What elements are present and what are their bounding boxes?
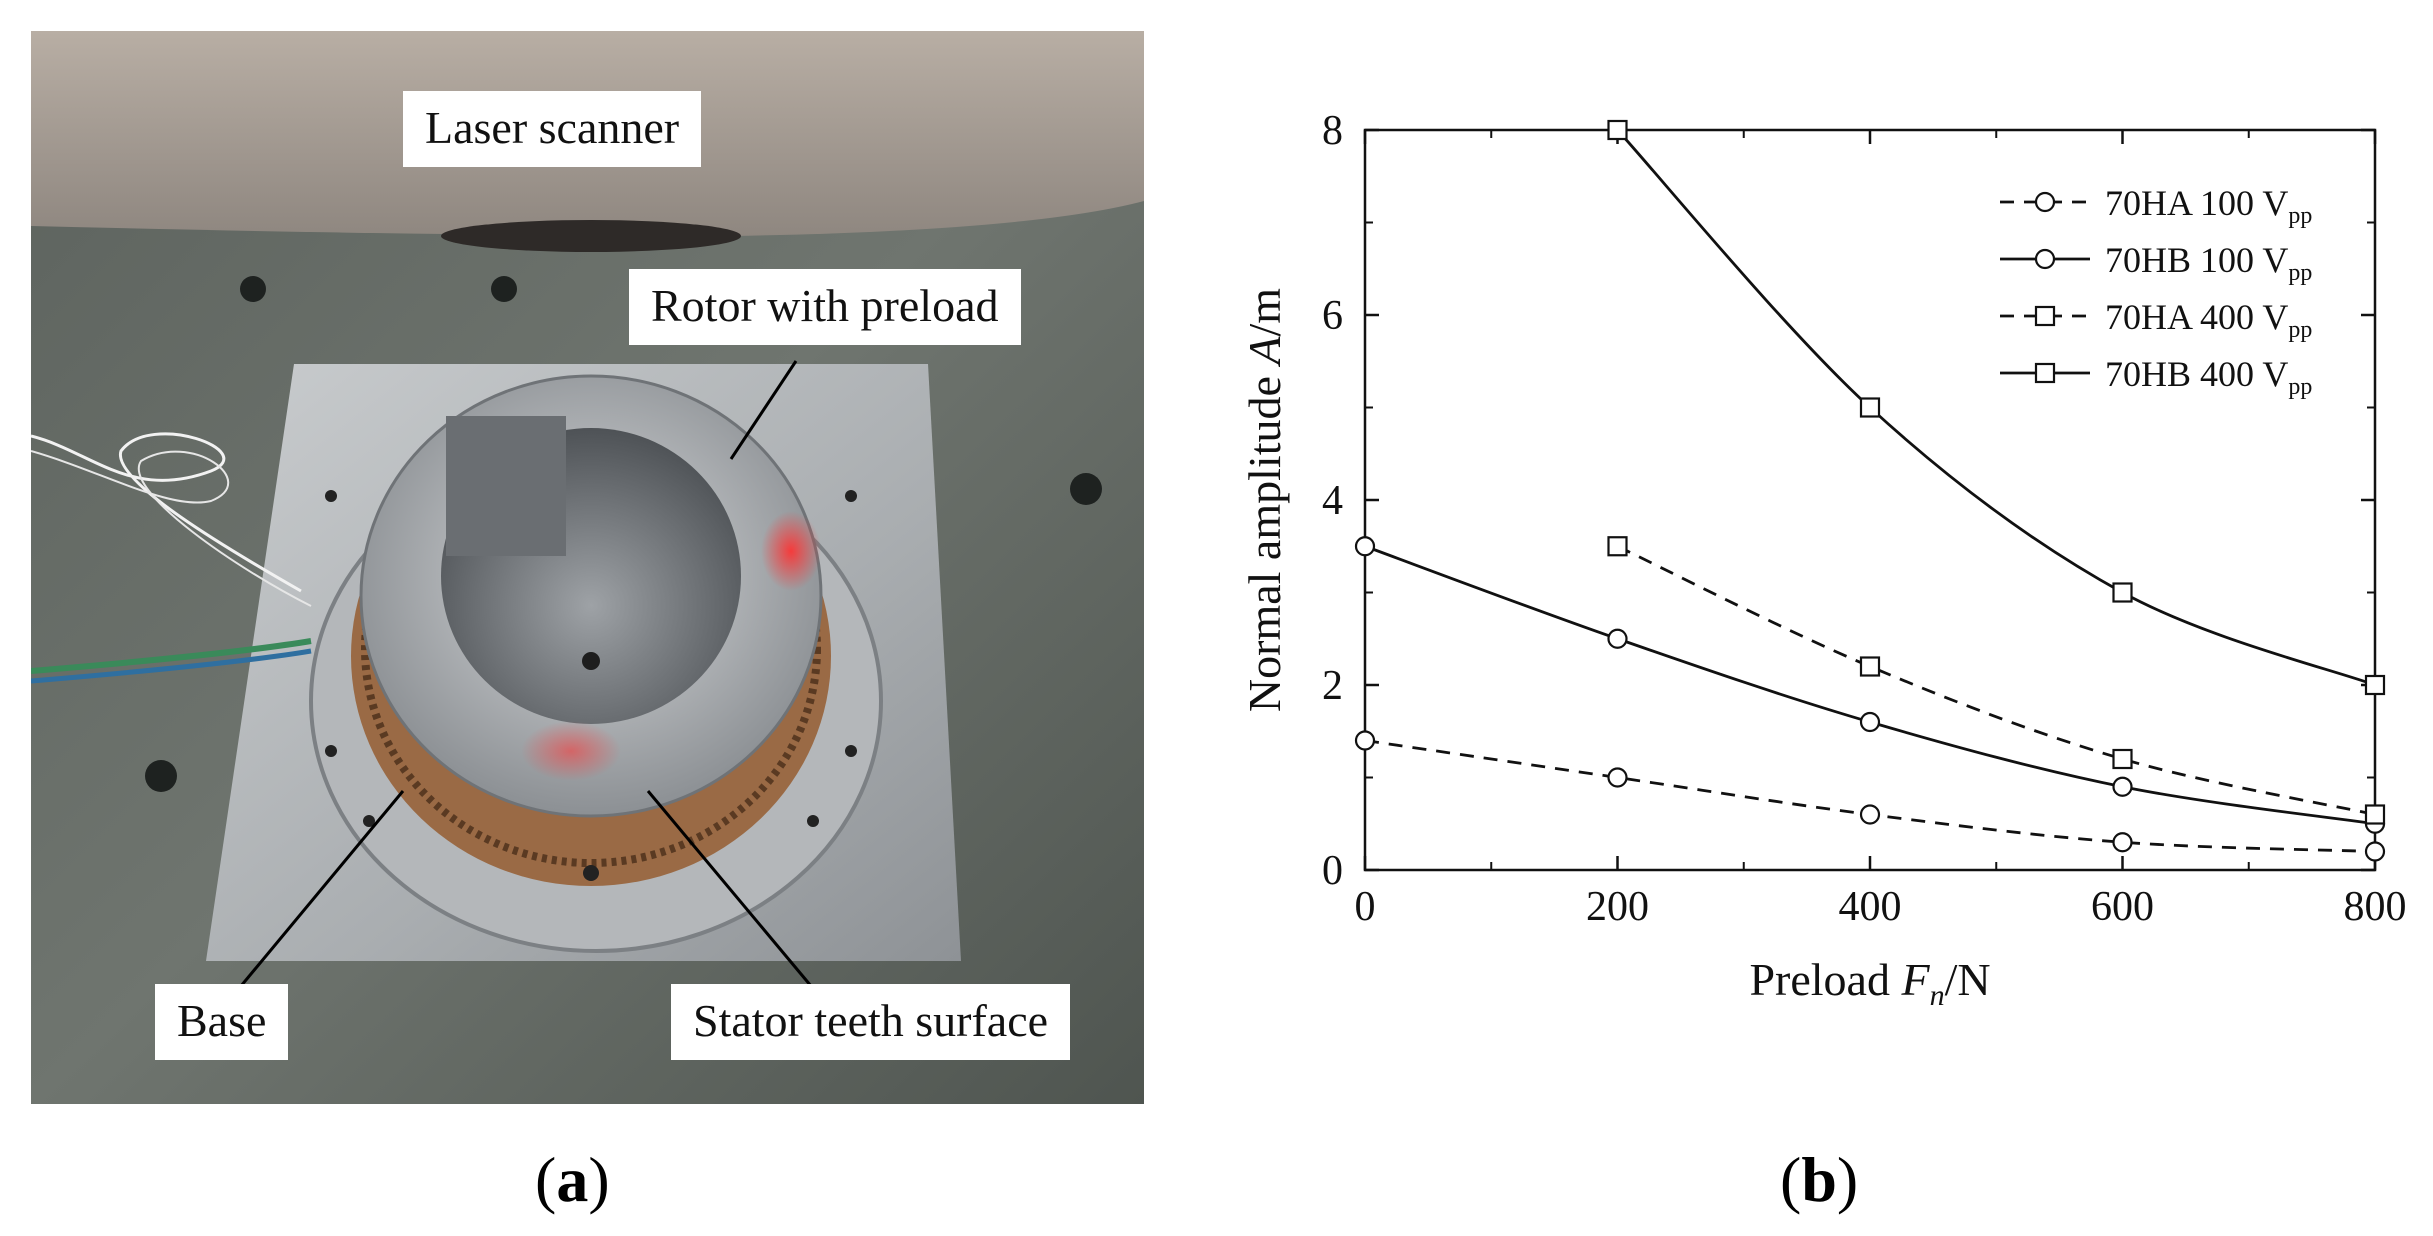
series-1-point: [1859, 804, 1881, 825]
series-3-point: [1607, 536, 1628, 557]
legend-label-text: 70HA 100 V: [2105, 183, 2288, 223]
series-2-point: [1859, 711, 1881, 733]
laser-scanner-label: Laser scanner: [403, 91, 702, 167]
series-line-3: [1616, 544, 2376, 816]
x-axis-title-var: F: [1900, 954, 1930, 1005]
y-axis-title-unit: /m: [1240, 288, 1290, 337]
legend-label-2: 70HB 100 Vpp: [2105, 240, 2312, 286]
experimental-setup-photo: Laser scanner Rotor with preload Base St…: [31, 31, 1144, 1104]
base-label: Base: [155, 984, 289, 1060]
x-tick-label: 400: [1839, 884, 1902, 930]
y-tick-label: 8: [1322, 108, 1343, 154]
panel-a-letter: a: [556, 1144, 589, 1215]
legend-label-sub: pp: [2288, 374, 2312, 400]
y-tick-label: 6: [1322, 293, 1343, 339]
x-axis-title-sub: n: [1930, 979, 1945, 1012]
series-2-point: [2112, 776, 2133, 797]
y-axis-title: Normal amplitude A/m: [1240, 288, 1290, 712]
legend-marker-4: [2034, 362, 2056, 384]
x-axis-title: Preload Fn/N: [1749, 954, 1990, 1012]
rotor-label: Rotor with preload: [629, 269, 1021, 345]
stator-label: Stator teeth surface: [671, 984, 1071, 1060]
y-axis-title-var: A: [1240, 336, 1290, 368]
series-4-point: [2364, 674, 2386, 696]
legend-label-sub: pp: [2288, 260, 2312, 286]
series-2-point: [1354, 536, 1376, 557]
legend-label-sub: pp: [2288, 203, 2312, 229]
series-1-point: [2364, 841, 2386, 862]
panel-a-caption: (a): [535, 1144, 610, 1215]
y-tick-label: 0: [1322, 848, 1343, 894]
series-1-point: [1354, 730, 1376, 751]
photo-illustration: [31, 31, 1144, 1104]
series-line-1: [1364, 739, 2376, 853]
legend-marker-1: [2034, 191, 2056, 213]
legend-label-text: 70HB 100 V: [2105, 240, 2288, 280]
series-4-point: [1607, 119, 1628, 141]
series-1-point: [1607, 767, 1628, 788]
legend-marker-3: [2034, 305, 2056, 327]
x-tick-label: 600: [2091, 884, 2154, 930]
series-3-point: [1859, 656, 1881, 677]
legend-marker-2: [2034, 248, 2056, 270]
panel-b-letter: b: [1801, 1144, 1837, 1215]
legend-label-1: 70HA 100 Vpp: [2105, 183, 2312, 229]
legend-label-4: 70HB 400 Vpp: [2105, 354, 2312, 400]
legend-label-text: 70HA 400 V: [2105, 297, 2288, 337]
y-axis-title-text: Normal amplitude: [1240, 365, 1290, 712]
series-line-4: [1616, 129, 2376, 687]
series-line-2: [1364, 544, 2376, 826]
series-4-point: [1859, 397, 1881, 418]
series-3-point: [2112, 748, 2133, 770]
y-tick-label: 4: [1322, 478, 1343, 524]
x-tick-label: 200: [1586, 884, 1649, 930]
legend-label-sub: pp: [2288, 317, 2312, 343]
series-2-point: [1607, 628, 1628, 649]
panel-b-caption: (b): [1780, 1144, 1859, 1215]
legend-label-text: 70HB 400 V: [2105, 354, 2288, 394]
x-axis-title-text: Preload: [1749, 954, 1901, 1005]
series-3-point: [2364, 804, 2386, 825]
series-1-point: [2112, 832, 2133, 853]
legend-label-3: 70HA 400 Vpp: [2105, 297, 2312, 343]
series-4-point: [2112, 582, 2133, 603]
x-tick-label: 0: [1355, 884, 1376, 930]
y-tick-label: 2: [1322, 663, 1343, 709]
x-axis-title-unit: /N: [1945, 954, 1991, 1005]
x-tick-label: 800: [2344, 884, 2407, 930]
